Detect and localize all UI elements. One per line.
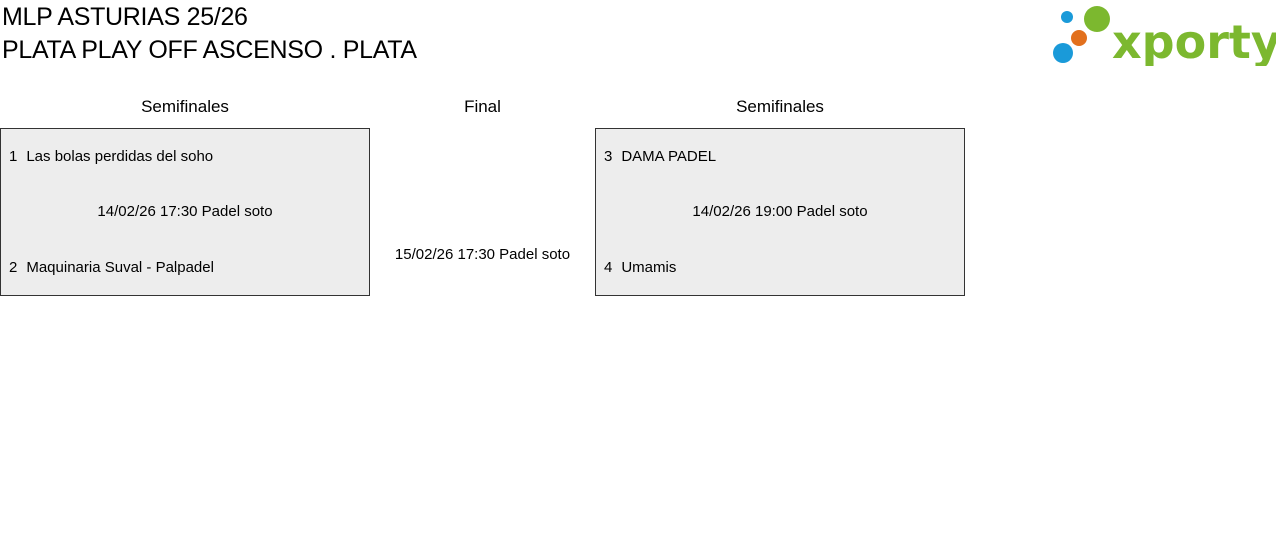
logo-dot-blue-small — [1061, 11, 1073, 23]
page-title: MLP ASTURIAS 25/26 — [2, 3, 248, 31]
semifinal-left-team2[interactable]: 2 Maquinaria Suval - Palpadel — [9, 259, 214, 277]
team-seed: 1 — [9, 148, 18, 165]
logo-text: xporty — [1112, 15, 1276, 66]
semifinal-left-match[interactable]: 1 Las bolas perdidas del soho 14/02/26 17… — [0, 128, 370, 296]
final-header: Final — [464, 97, 501, 116]
final-match-info[interactable]: 15/02/26 17:30 Padel soto — [394, 246, 571, 263]
team-seed: 4 — [604, 259, 613, 276]
logo-dot-green — [1084, 6, 1110, 32]
xporty-logo-icon: xporty — [1053, 6, 1280, 69]
semifinal-left-team1[interactable]: 1 Las bolas perdidas del soho — [9, 148, 213, 166]
page-subtitle: PLATA PLAY OFF ASCENSO . PLATA — [2, 36, 417, 64]
left-semifinal-header: Semifinales — [141, 97, 229, 116]
team-seed: 2 — [9, 259, 18, 276]
xporty-logo[interactable]: xporty — [1050, 4, 1280, 69]
logo-dot-blue-large — [1053, 43, 1073, 63]
logo-dot-orange — [1071, 30, 1087, 46]
team-seed: 3 — [604, 148, 613, 165]
team-name: DAMA PADEL — [621, 148, 717, 165]
right-semifinal-header: Semifinales — [736, 97, 824, 116]
semifinal-right-info: 14/02/26 19:00 Padel soto — [692, 203, 868, 220]
team-name: Umamis — [621, 259, 677, 276]
team-name: Las bolas perdidas del soho — [26, 148, 214, 165]
team-name: Maquinaria Suval - Palpadel — [26, 259, 214, 276]
semifinal-right-team2[interactable]: 4 Umamis — [604, 259, 676, 277]
semifinal-left-info: 14/02/26 17:30 Padel soto — [97, 203, 273, 220]
semifinal-right-team1[interactable]: 3 DAMA PADEL — [604, 148, 716, 166]
